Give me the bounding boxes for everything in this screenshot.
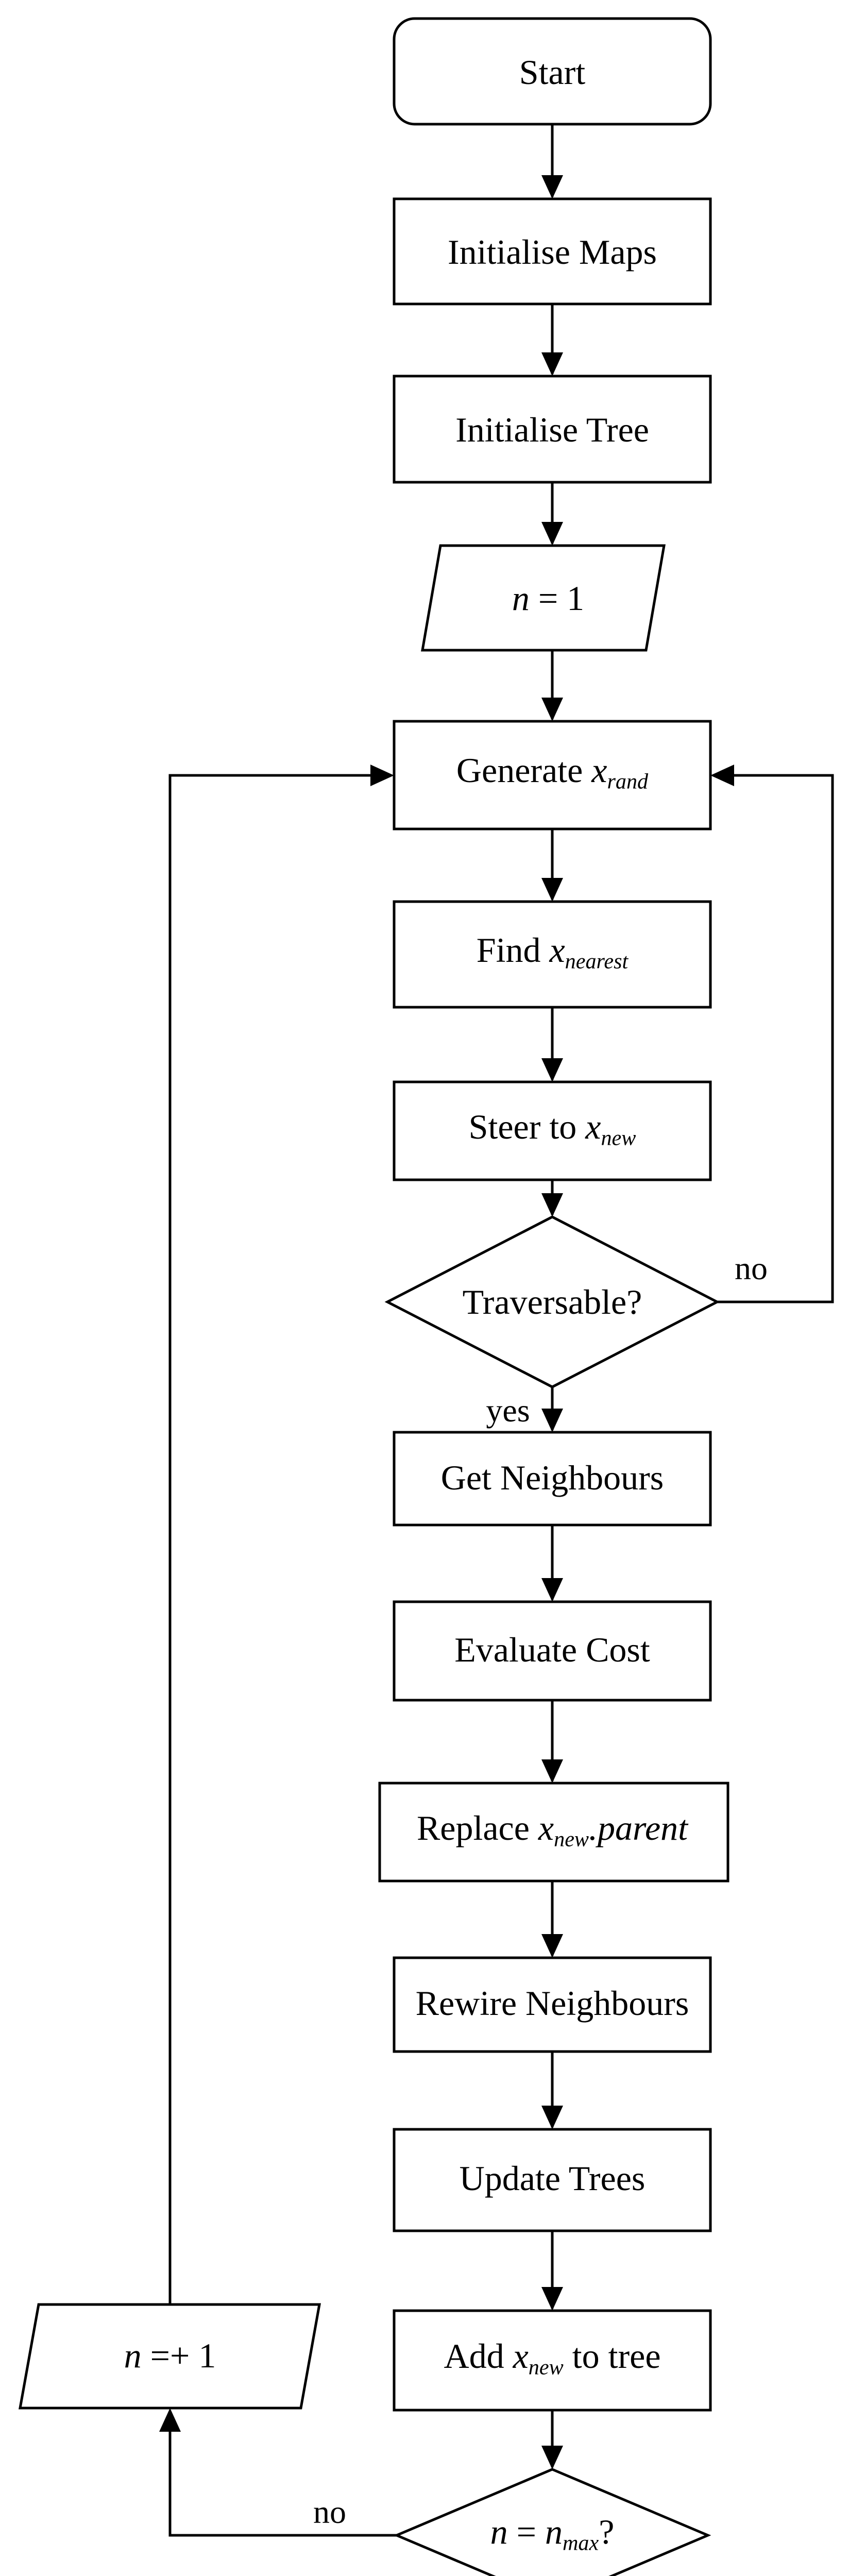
n-equals-1-node-label: n = 1 — [512, 579, 585, 618]
edge-n-max-no-to-increment-arrowhead — [159, 2408, 181, 2432]
n-max-no-edge-label: no — [313, 2494, 346, 2530]
n-equals-1-node-shape — [421, 544, 666, 652]
find-x-nearest-node-label: Find xnearest — [476, 930, 629, 974]
edge-start-to-initialise-maps-arrowhead — [541, 175, 563, 199]
traversable-no-edge-label: no — [735, 1250, 768, 1286]
evaluate-cost-node-label: Evaluate Cost — [454, 1630, 650, 1669]
edge-initialise-tree-to-n-equals-1-arrowhead — [541, 522, 563, 546]
edge-update-to-add-arrowhead — [541, 2287, 563, 2311]
n-equals-n-max-decision-shape — [393, 2468, 711, 2576]
edge-generate-to-find-arrowhead — [541, 878, 563, 902]
edge-find-to-steer-arrowhead — [541, 1058, 563, 1082]
edge-traversable-yes-arrowhead — [541, 1409, 563, 1432]
edge-n-max-no-to-increment-line — [168, 2432, 397, 2537]
edge-replace-to-rewire-arrowhead — [541, 1934, 563, 1958]
steer-to-x-new-node-label: Steer to xnew — [468, 1107, 636, 1150]
rewire-neighbours-node-label: Rewire Neighbours — [415, 1984, 689, 2023]
edge-evaluate-to-replace-arrowhead — [541, 1759, 563, 1783]
edge-add-to-n-max-arrowhead — [541, 2446, 563, 2469]
edge-traversable-no-loop-arrowhead — [710, 765, 734, 786]
start-node-label: Start — [519, 53, 586, 92]
replace-x-new-parent-node-shape — [378, 1782, 729, 1883]
edge-increment-to-generate-arrowhead — [370, 765, 394, 786]
n-equals-n-max-decision-label: n = nmax? — [490, 2512, 615, 2555]
add-x-new-to-tree-node-label: Add xnew to tree — [444, 2336, 661, 2380]
edge-n-equals-1-to-generate-arrowhead — [541, 698, 563, 721]
update-trees-node-label: Update Trees — [459, 2159, 646, 2198]
generate-x-rand-node-label: Generate xrand — [456, 751, 649, 794]
get-neighbours-node-label: Get Neighbours — [440, 1458, 664, 1497]
n-increment-node-label: n =+ 1 — [124, 2336, 216, 2375]
initialise-maps-node-label: Initialise Maps — [447, 232, 657, 272]
traversable-yes-edge-label: yes — [486, 1392, 530, 1429]
n-increment-node-shape — [19, 2303, 321, 2410]
edge-increment-to-generate-line — [168, 774, 370, 2304]
edge-steer-to-traversable-arrowhead — [541, 1193, 563, 1217]
replace-x-new-parent-node-label: Replace xnew.parent — [416, 1808, 688, 1852]
traversable-decision-label: Traversable? — [462, 1282, 642, 1321]
edge-get-neighbours-to-evaluate-arrowhead — [541, 1578, 563, 1602]
edge-rewire-to-update-arrowhead — [541, 2106, 563, 2129]
edge-traversable-no-loop-line — [717, 774, 834, 1303]
edge-initialise-maps-to-initialise-tree-arrowhead — [541, 352, 563, 376]
initialise-tree-node-label: Initialise Tree — [455, 410, 649, 449]
